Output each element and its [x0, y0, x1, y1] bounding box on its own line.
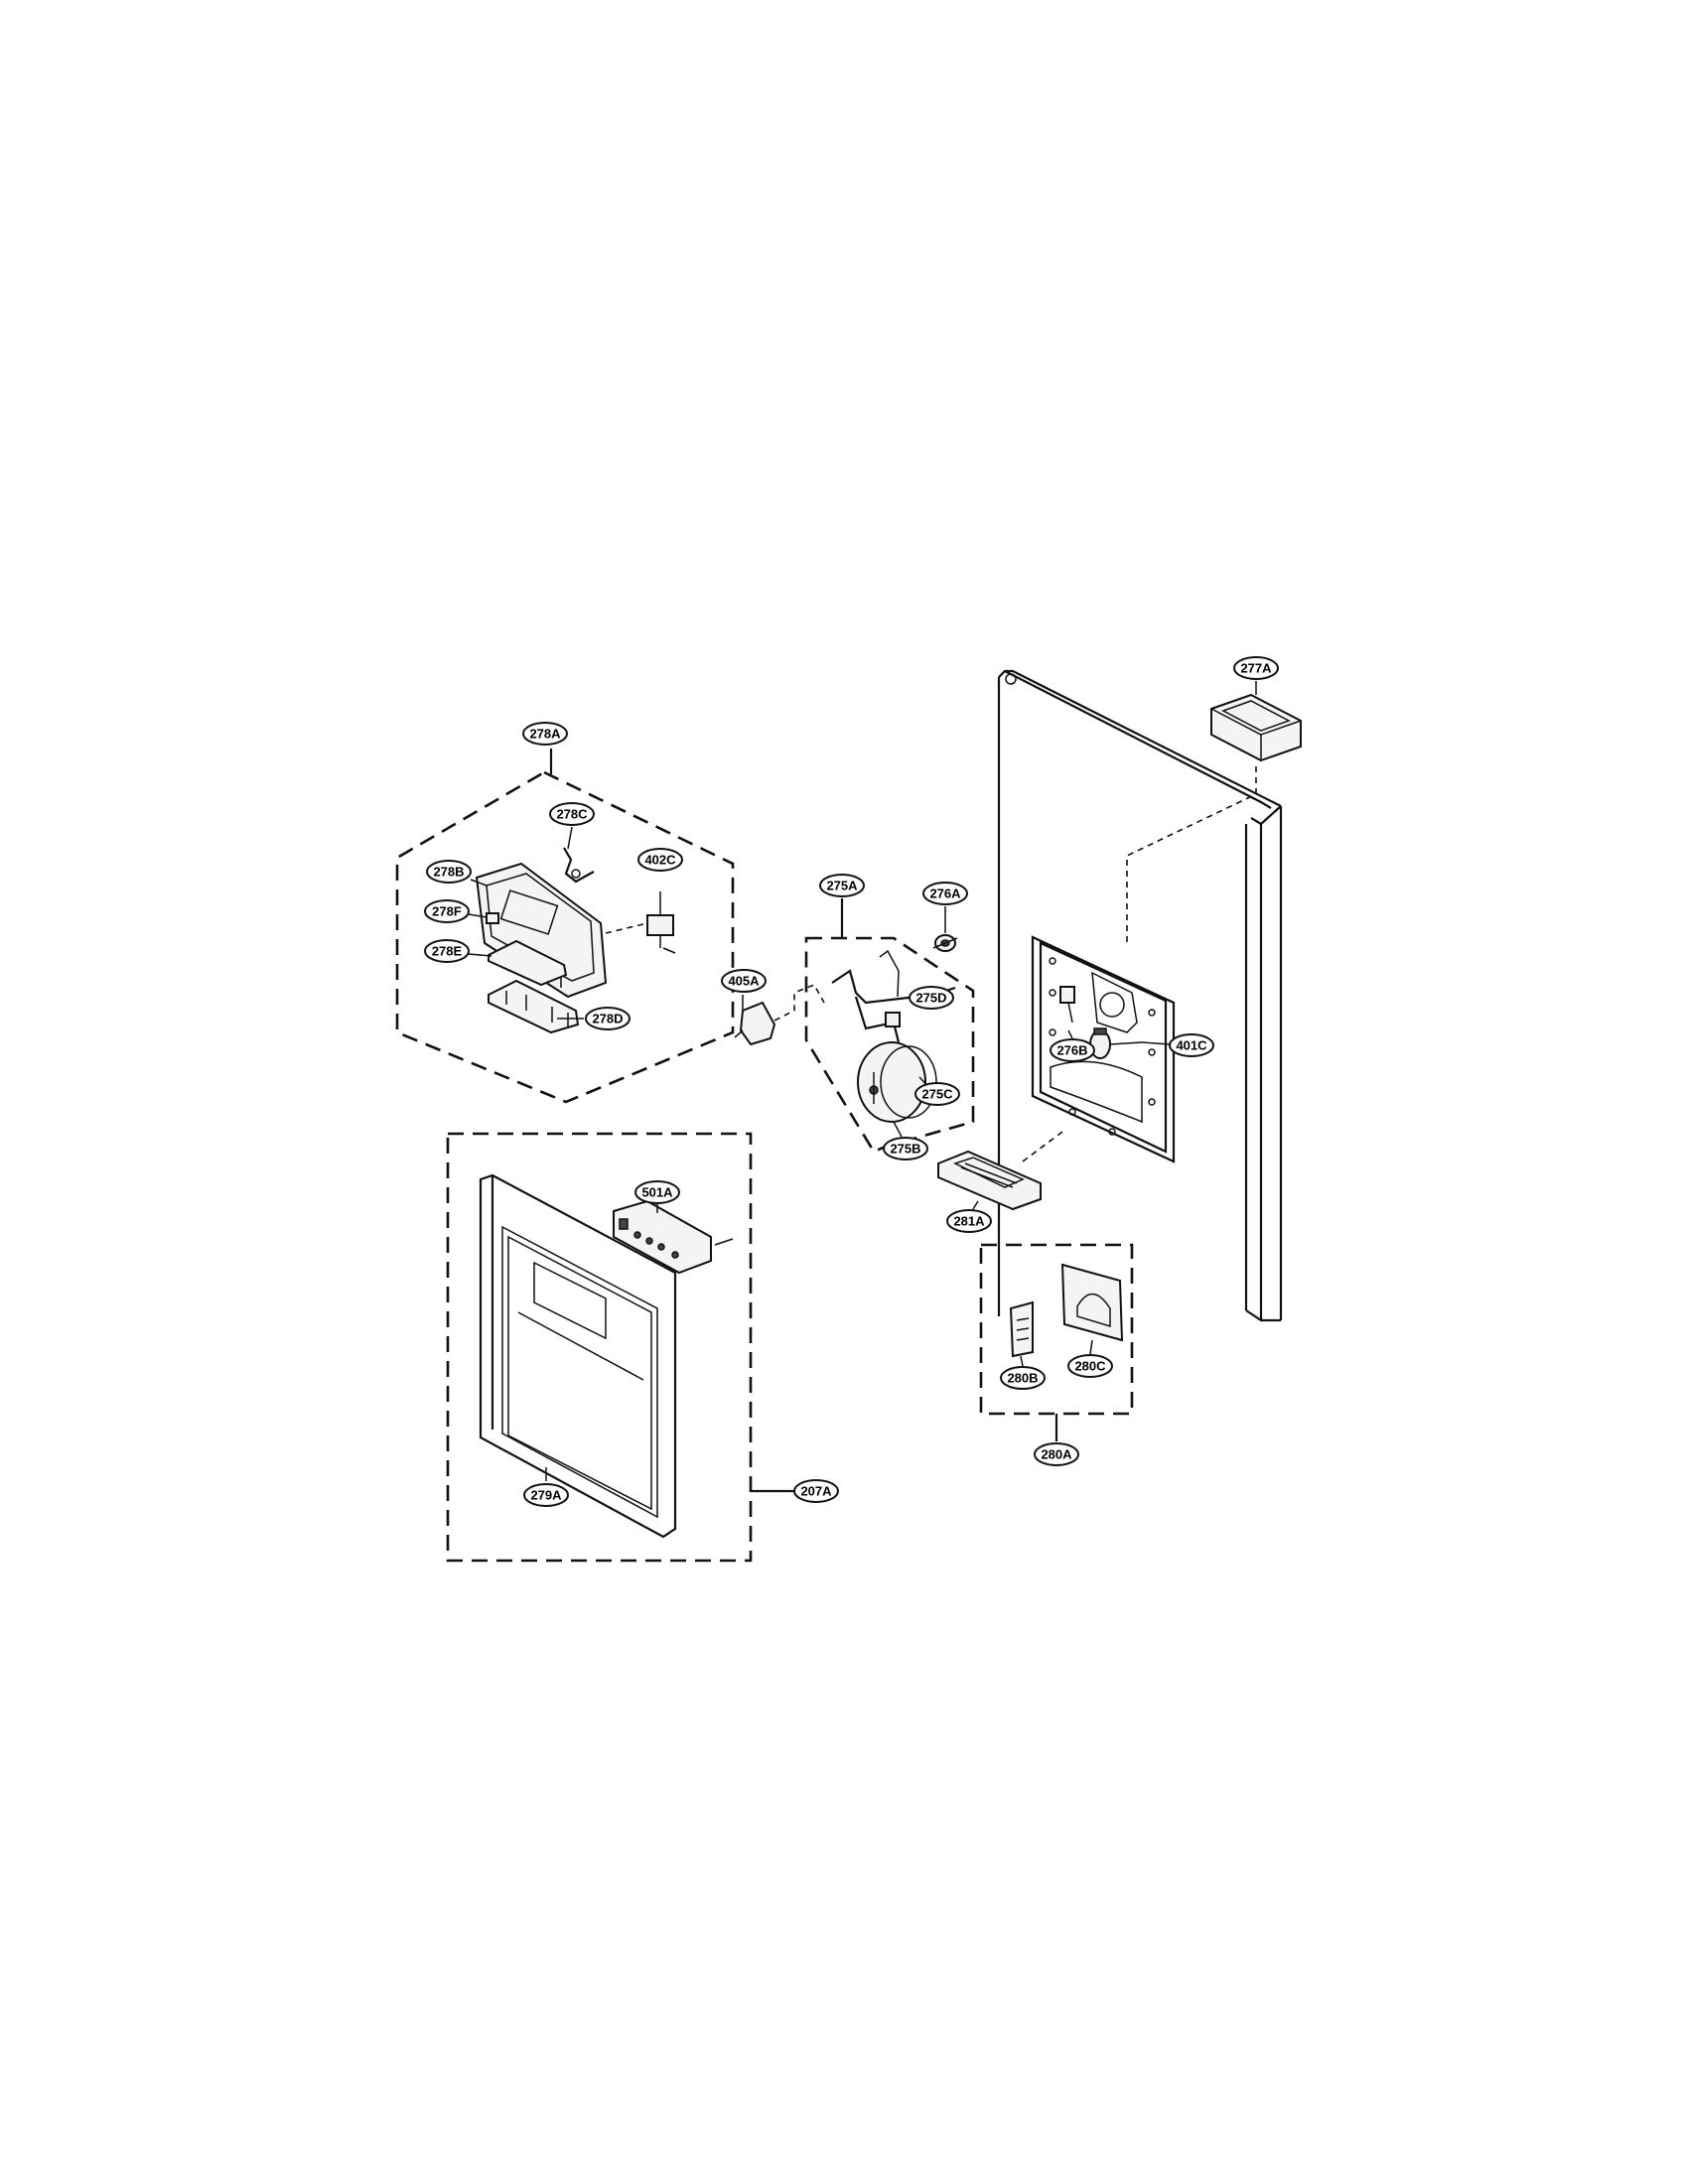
- part-402C-switch: [605, 914, 676, 954]
- group-207A-boundary: [446, 1132, 794, 1563]
- svg-text:278E: 278E: [432, 944, 463, 959]
- callout-278E: 278E: [424, 939, 470, 963]
- part-276B-clip: [1059, 986, 1075, 1024]
- callout-275A: 275A: [819, 874, 865, 897]
- part-501A-control-board: [613, 1199, 734, 1275]
- callout-277A: 277A: [1233, 656, 1279, 680]
- svg-text:207A: 207A: [800, 1484, 832, 1499]
- callout-402C: 402C: [637, 848, 683, 872]
- callout-280B: 280B: [1000, 1366, 1046, 1390]
- callout-275B: 275B: [883, 1137, 928, 1160]
- svg-text:280A: 280A: [1041, 1447, 1072, 1462]
- group-278A-boundary: [395, 749, 735, 1104]
- part-278E-rail: [488, 939, 568, 987]
- part-280B-insert: [1009, 1300, 1034, 1367]
- part-278D-rail: [488, 979, 580, 1034]
- svg-text:402C: 402C: [644, 853, 676, 868]
- callout-275D: 275D: [909, 986, 954, 1010]
- part-275D-bracket: [831, 949, 956, 1043]
- svg-text:405A: 405A: [728, 974, 760, 989]
- svg-text:278D: 278D: [592, 1012, 623, 1026]
- leaders-door-group: [972, 1029, 1073, 1210]
- svg-text:501A: 501A: [641, 1185, 673, 1200]
- part-277A-cover: [1126, 681, 1302, 943]
- svg-text:401C: 401C: [1176, 1038, 1207, 1053]
- door-dispenser-recess: [1031, 935, 1176, 1163]
- group-275A-boundary: [804, 898, 975, 1154]
- part-405A-solenoid: [734, 983, 825, 1046]
- callout-280A: 280A: [1034, 1442, 1079, 1466]
- svg-text:275B: 275B: [890, 1142, 920, 1157]
- callout-401C: 401C: [1169, 1033, 1214, 1057]
- part-280C-bracket: [1060, 1263, 1124, 1355]
- svg-text:280C: 280C: [1074, 1359, 1106, 1374]
- part-278F-small-piece: [486, 912, 499, 924]
- door-outer-panel: [997, 669, 1283, 1322]
- callout-278C: 278C: [549, 802, 595, 826]
- part-401C-lamp: [1089, 1027, 1171, 1059]
- callout-501A: 501A: [634, 1180, 680, 1204]
- svg-text:281A: 281A: [953, 1214, 985, 1229]
- svg-text:275C: 275C: [921, 1087, 953, 1102]
- part-279A-cover-panel: [479, 1173, 677, 1539]
- svg-text:275A: 275A: [826, 879, 858, 893]
- part-278C-lever: [563, 847, 595, 884]
- svg-text:279A: 279A: [530, 1488, 562, 1503]
- callout-281A: 281A: [946, 1209, 992, 1233]
- callout-278F: 278F: [424, 899, 470, 923]
- part-275B-motor: [857, 1041, 937, 1123]
- group-280A-boundary: [979, 1243, 1134, 1441]
- svg-text:278C: 278C: [556, 807, 588, 822]
- part-278B-bracket: [475, 862, 608, 999]
- svg-text:278B: 278B: [433, 865, 464, 880]
- callout-278B: 278B: [426, 860, 472, 884]
- callout-276B: 276B: [1050, 1038, 1095, 1062]
- callout-279A: 279A: [523, 1483, 569, 1507]
- callout-276A: 276A: [922, 882, 968, 905]
- svg-text:276A: 276A: [929, 887, 961, 901]
- svg-text:278A: 278A: [529, 727, 561, 742]
- callout-280C: 280C: [1067, 1354, 1113, 1378]
- svg-text:275D: 275D: [915, 991, 946, 1006]
- svg-text:277A: 277A: [1240, 661, 1272, 676]
- callout-278A: 278A: [522, 722, 568, 746]
- part-276A-bolt: [932, 934, 958, 952]
- callout-278D: 278D: [585, 1007, 631, 1030]
- svg-text:280B: 280B: [1007, 1371, 1038, 1386]
- callout-207A: 207A: [793, 1479, 839, 1503]
- part-281A-tray: [937, 1131, 1063, 1211]
- leaders-278-group: [468, 826, 661, 1020]
- svg-text:276B: 276B: [1056, 1043, 1087, 1058]
- svg-text:278F: 278F: [432, 904, 462, 919]
- callout-275C: 275C: [914, 1082, 960, 1106]
- callout-405A: 405A: [721, 969, 767, 993]
